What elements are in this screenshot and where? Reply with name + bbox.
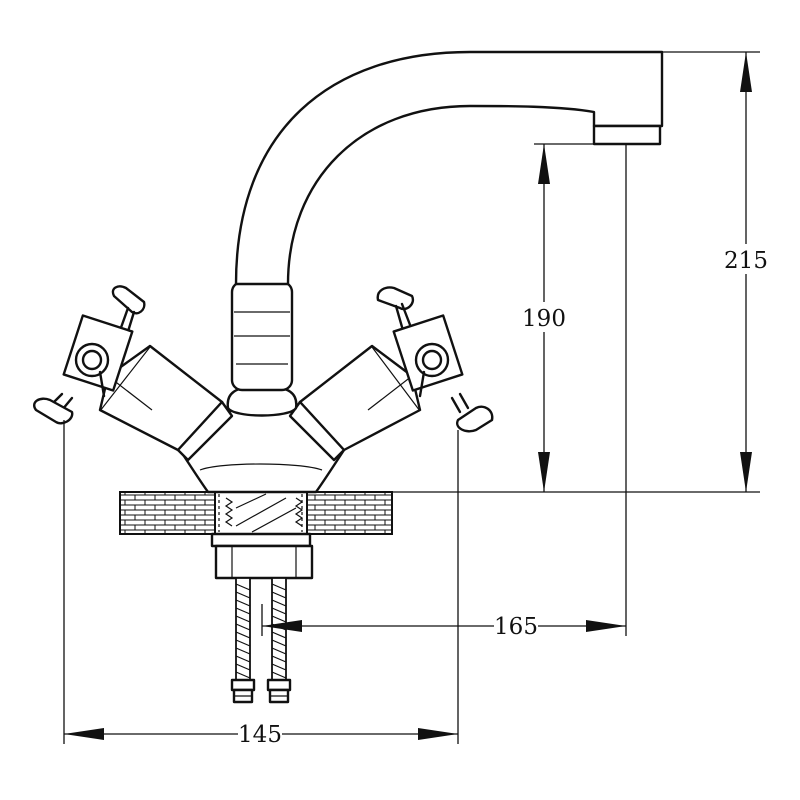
left-handle-bottom-knob xyxy=(33,397,74,425)
dimension-label-handle-span: 145 xyxy=(238,722,282,748)
countertop xyxy=(119,491,393,535)
supply-hoses xyxy=(230,577,292,704)
left-valve xyxy=(98,344,234,462)
dimension-spout-reach: 165 xyxy=(261,144,627,640)
spout-aerator xyxy=(592,124,662,146)
dimension-handle-span: 145 xyxy=(63,420,459,748)
dimension-spout-height: 190 xyxy=(522,143,594,492)
mounting-nut xyxy=(210,532,314,580)
dimension-label-total-height: 215 xyxy=(724,248,768,274)
right-handle-bottom-knob xyxy=(456,405,494,433)
swivel-collar xyxy=(226,280,298,417)
left-cross-handle[interactable] xyxy=(33,285,146,425)
right-cross-handle[interactable] xyxy=(376,286,494,433)
dimension-total-height: 215 xyxy=(392,51,768,493)
right-valve xyxy=(288,344,422,462)
dimension-label-spout-height: 190 xyxy=(522,306,566,332)
dimension-label-spout-reach: 165 xyxy=(494,614,538,640)
left-handle-top-knob xyxy=(111,285,146,315)
spout xyxy=(234,50,664,286)
